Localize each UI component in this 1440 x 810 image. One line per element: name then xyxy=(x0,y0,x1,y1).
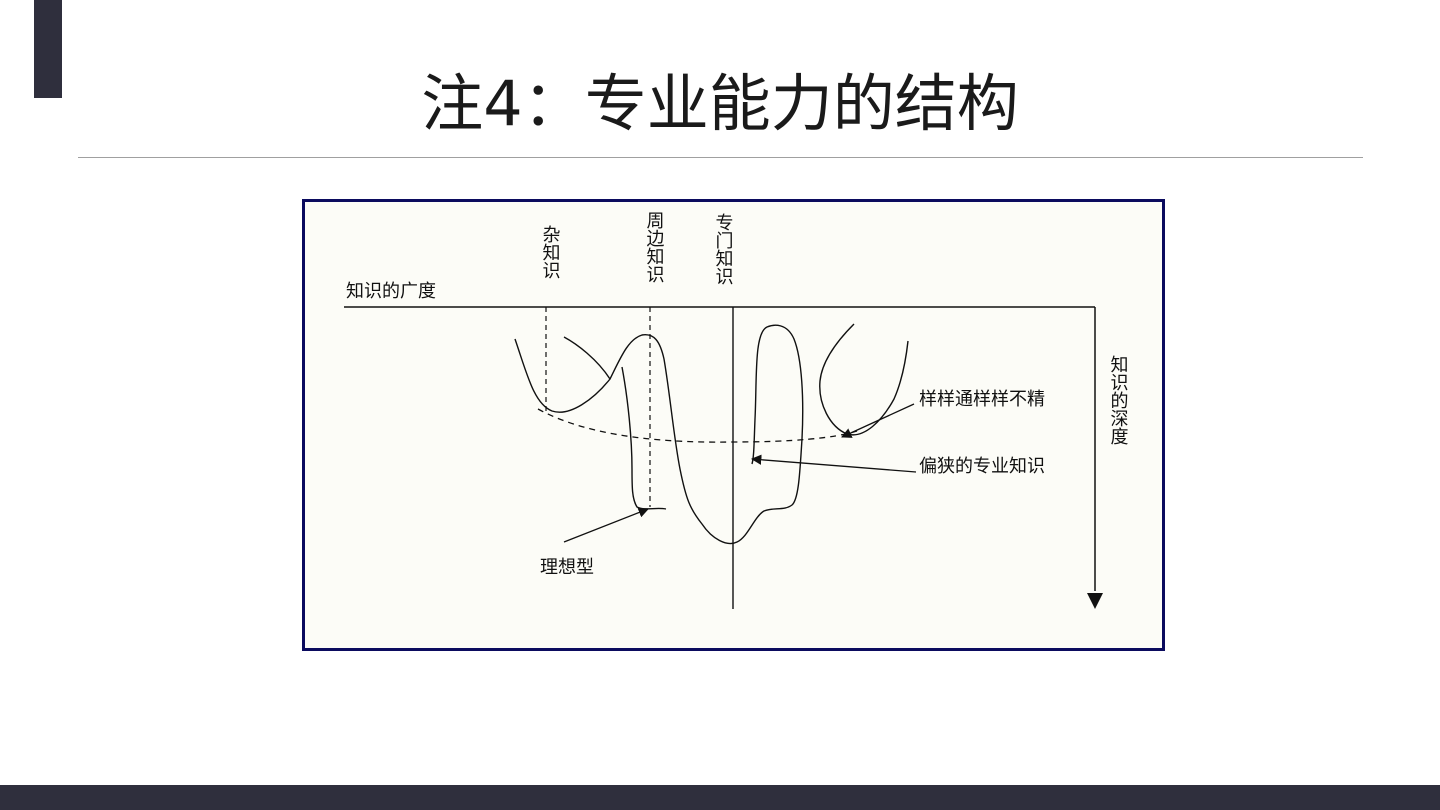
depth-axis-label: 知识的深度 xyxy=(1108,355,1129,445)
narrow-specialist-label: 偏狭的专业知识 xyxy=(919,456,1045,477)
specialized-knowledge-label: 专门知识 xyxy=(713,213,734,285)
knowledge-structure-diagram: 知识的广度 杂知识 周边知识 专门知识 知识的深度 样样通样样不精 偏狭的专业知… xyxy=(302,199,1165,651)
ideal-type-pointer xyxy=(563,507,649,543)
jack-of-all-trades-pointer xyxy=(841,403,915,438)
slide-title: 注4：专业能力的结构 xyxy=(421,67,1019,140)
envelope-dashed-curve xyxy=(537,408,858,443)
depth-axis-arrowhead xyxy=(1087,593,1103,609)
misc-knowledge-label: 杂知识 xyxy=(540,225,561,279)
jack-of-all-trades-label: 样样通样样不精 xyxy=(919,389,1045,410)
shallow-curve-left xyxy=(514,336,611,413)
breadth-axis-label: 知识的广度 xyxy=(346,281,436,302)
accent-bar xyxy=(34,0,62,98)
ideal-type-label: 理想型 xyxy=(540,557,594,578)
peripheral-knowledge-label: 周边知识 xyxy=(644,211,665,283)
ideal-type-curve xyxy=(609,324,804,545)
title-divider xyxy=(78,157,1363,158)
footer-bar xyxy=(0,785,1440,810)
narrow-specialist-pointer xyxy=(750,454,917,473)
